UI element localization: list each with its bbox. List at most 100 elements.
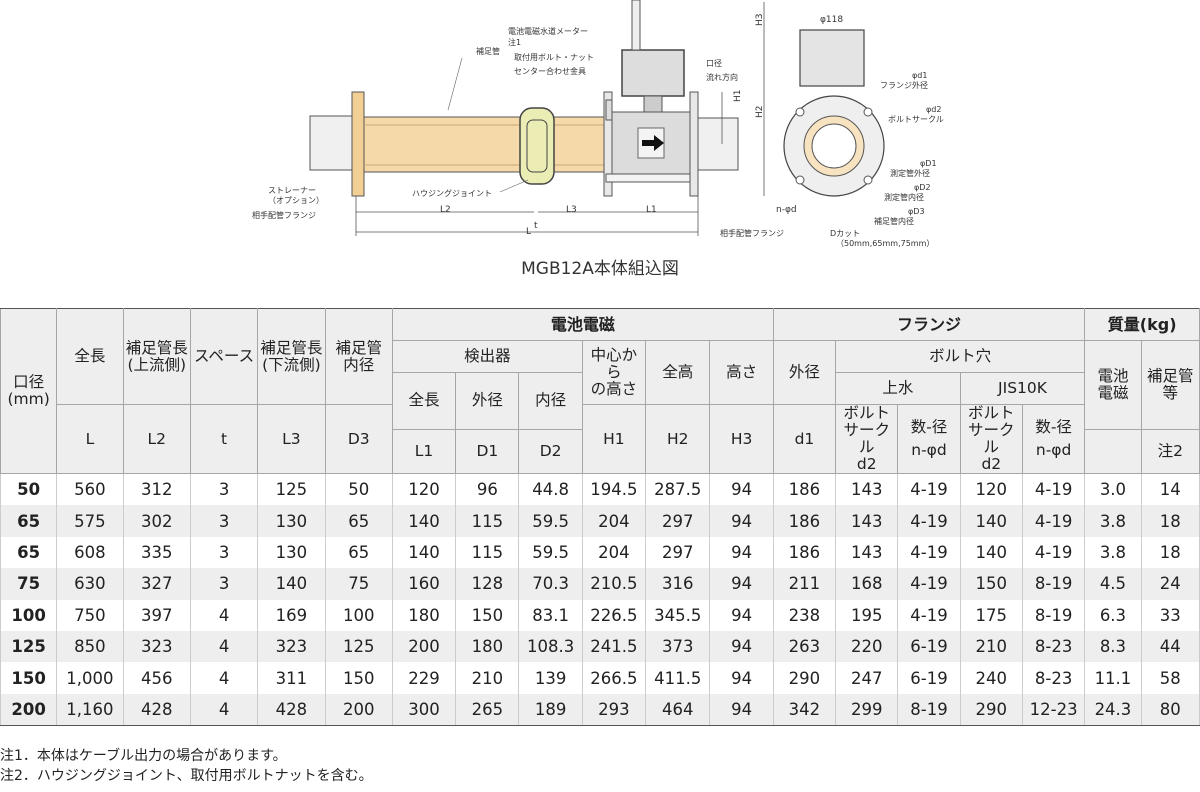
header-d3: 補足管内径 bbox=[324, 308, 393, 405]
table-cell: 130 bbox=[257, 536, 326, 569]
header-h3: 高さ bbox=[709, 340, 774, 405]
table-cell: 4-19 bbox=[897, 505, 961, 537]
header-h2: 全高 bbox=[645, 340, 711, 405]
table-cell: 210.5 bbox=[581, 568, 647, 600]
label-note1: 注1 bbox=[508, 37, 521, 47]
label-hosoku-id: 補足管内径 bbox=[874, 216, 914, 226]
table-cell: 96 bbox=[455, 473, 520, 506]
table-cell: 247 bbox=[835, 662, 899, 694]
table-cell-bore: 50 bbox=[0, 473, 58, 506]
header-detector: 検出器 bbox=[391, 340, 583, 373]
header-jis: JIS10K bbox=[959, 372, 1086, 405]
label-strainer: ストレーナー bbox=[268, 186, 316, 195]
table-cell: 50 bbox=[324, 473, 393, 506]
table-cell-bore: 125 bbox=[0, 630, 58, 663]
table-cell: 327 bbox=[122, 568, 191, 600]
header-sym-D2: D2 bbox=[518, 428, 583, 475]
dim-H2: H2 bbox=[755, 106, 765, 119]
label-dcut-sizes: （50mm,65mm,75mm） bbox=[836, 239, 934, 248]
table-cell: 411.5 bbox=[645, 662, 711, 694]
header-sym-L1: L1 bbox=[391, 428, 457, 475]
table-cell: 4-19 bbox=[897, 473, 961, 506]
table-cell: 316 bbox=[645, 568, 711, 600]
table-cell: 125 bbox=[324, 630, 393, 663]
table-cell: 204 bbox=[581, 505, 647, 537]
table-cell: 241.5 bbox=[581, 630, 647, 663]
table-cell: 3 bbox=[189, 536, 259, 569]
table-cell-bore: 65 bbox=[0, 505, 58, 537]
table-cell: 290 bbox=[772, 662, 837, 694]
table-cell: 59.5 bbox=[518, 536, 583, 569]
header-sym-H3: H3 bbox=[709, 404, 774, 474]
header-sym-L3: L3 bbox=[257, 404, 326, 474]
table-cell: 630 bbox=[56, 568, 124, 600]
table-cell: 175 bbox=[959, 599, 1023, 631]
table-cell: 3.0 bbox=[1084, 473, 1142, 506]
table-cell: 210 bbox=[959, 630, 1023, 663]
table-cell: 8-19 bbox=[1021, 599, 1086, 631]
table-cell: 160 bbox=[391, 568, 457, 600]
table-cell: 12-23 bbox=[1021, 693, 1086, 727]
table-cell: 300 bbox=[391, 693, 457, 727]
table-cell: 115 bbox=[455, 536, 520, 569]
table-cell: 3.8 bbox=[1084, 536, 1142, 569]
table-cell: 143 bbox=[835, 473, 899, 506]
table-cell: 263 bbox=[772, 630, 837, 663]
label-hosokukan: 補足管 bbox=[476, 46, 500, 56]
side-meter-head bbox=[799, 29, 865, 87]
table-cell: 3 bbox=[189, 568, 259, 600]
table-cell: 297 bbox=[645, 505, 711, 537]
header-weight: 質量(kg) bbox=[1084, 308, 1200, 341]
table-cell: 186 bbox=[772, 473, 837, 506]
table-cell: 4.5 bbox=[1084, 568, 1142, 600]
table-cell: 265 bbox=[455, 693, 520, 727]
header-l3: 補足管長(下流側) bbox=[257, 308, 326, 405]
table-cell: 6.3 bbox=[1084, 599, 1142, 631]
housing-joint bbox=[519, 107, 555, 185]
table-cell: 195 bbox=[835, 599, 899, 631]
table-cell: 143 bbox=[835, 536, 899, 569]
header-flange-od: 外径 bbox=[772, 340, 837, 405]
table-cell: 75 bbox=[324, 568, 393, 600]
header-space: スペース bbox=[189, 308, 259, 405]
table-cell: 3 bbox=[189, 505, 259, 537]
label-phiD1: φD1 bbox=[920, 159, 937, 168]
table-cell: 4-19 bbox=[1021, 473, 1086, 506]
table-cell: 608 bbox=[56, 536, 124, 569]
meter-head bbox=[621, 49, 685, 97]
table-cell: 200 bbox=[324, 693, 393, 727]
dim-L: L bbox=[526, 227, 531, 237]
table-cell: 211 bbox=[772, 568, 837, 600]
table-cell: 575 bbox=[56, 505, 124, 537]
table-cell: 220 bbox=[835, 630, 899, 663]
table-cell: 8-19 bbox=[897, 693, 961, 727]
table-cell: 83.1 bbox=[518, 599, 583, 631]
table-cell: 750 bbox=[56, 599, 124, 631]
header-det-len: 全長 bbox=[391, 372, 457, 430]
header-flange: フランジ bbox=[772, 308, 1086, 341]
table-cell: 200 bbox=[391, 630, 457, 663]
table-cell: 150 bbox=[959, 568, 1023, 600]
table-cell: 58 bbox=[1140, 662, 1200, 694]
table-cell: 4-19 bbox=[897, 536, 961, 569]
table-cell: 120 bbox=[959, 473, 1023, 506]
header-sym-L: L bbox=[56, 404, 124, 474]
header-l2: 補足管長(上流側) bbox=[122, 308, 191, 405]
table-cell: 128 bbox=[455, 568, 520, 600]
table-cell: 115 bbox=[455, 505, 520, 537]
table-cell: 130 bbox=[257, 505, 326, 537]
table-cell: 70.3 bbox=[518, 568, 583, 600]
table-cell: 150 bbox=[455, 599, 520, 631]
table-cell: 850 bbox=[56, 630, 124, 663]
table-cell: 94 bbox=[709, 599, 774, 631]
table-cell: 4 bbox=[189, 662, 259, 694]
table-cell: 302 bbox=[122, 505, 191, 537]
table-cell: 335 bbox=[122, 536, 191, 569]
table-cell-bore: 200 bbox=[0, 693, 58, 727]
table-cell: 24.3 bbox=[1084, 693, 1142, 727]
note-1: 注1．本体はケーブル出力の場合があります。 bbox=[0, 748, 287, 764]
